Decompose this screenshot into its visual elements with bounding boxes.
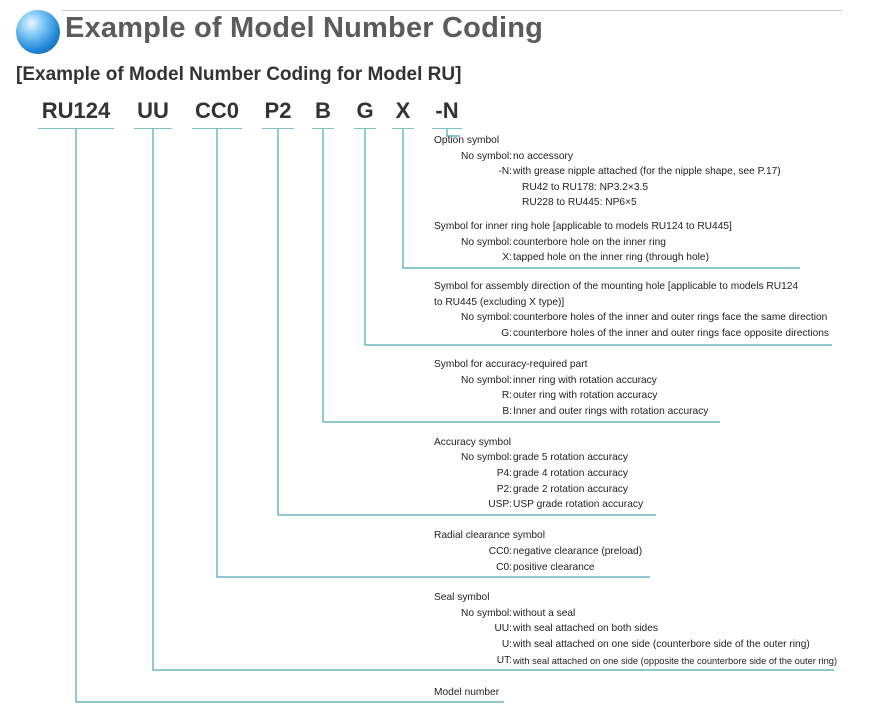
code-underline <box>354 128 376 129</box>
title-rule <box>62 10 842 11</box>
clearance-label: C0: <box>496 562 512 573</box>
page-subtitle: [Example of Model Number Coding for Mode… <box>16 64 462 85</box>
option-header: Option symbol <box>434 135 500 146</box>
code-inner-hole: X <box>395 98 411 123</box>
code-underline <box>262 128 294 129</box>
option-desc-sub: RU228 to RU445: NP6×5 <box>522 197 637 208</box>
seal-label: UT: <box>496 655 512 666</box>
clearance-label: CC0: <box>488 546 512 557</box>
inner-hole-desc: tapped hole on the inner ring (through h… <box>513 252 709 263</box>
option-desc: no accessory <box>513 151 574 162</box>
code-underline <box>432 128 462 129</box>
code-underline <box>38 128 114 129</box>
code-clearance: CC0 <box>194 98 239 123</box>
accuracy-label: USP: <box>488 499 512 510</box>
inner-hole-label: X: <box>502 252 512 263</box>
seal-desc: with seal attached on one side (counterb… <box>513 639 810 650</box>
accuracy-part-label: R: <box>501 390 512 401</box>
assembly-desc: counterbore holes of the inner and outer… <box>513 312 828 323</box>
inner-hole-desc: counterbore hole on the inner ring <box>513 237 666 248</box>
accuracy-header: Accuracy symbol <box>434 437 511 448</box>
accuracy-part-label: B: <box>502 406 512 417</box>
inner-hole-label: No symbol: <box>461 237 512 248</box>
connector-assembly <box>364 129 832 346</box>
connector-clearance <box>216 129 650 578</box>
code-seal: UU <box>137 98 169 123</box>
code-underline <box>312 128 334 129</box>
connector-inner-hole <box>402 129 800 269</box>
seal-label: UU: <box>494 623 512 634</box>
code-option: -N <box>435 98 459 123</box>
accuracy-part-desc: inner ring with rotation accuracy <box>513 375 657 386</box>
clearance-header: Radial clearance symbol <box>434 530 545 541</box>
clearance-desc: positive clearance <box>513 562 595 573</box>
option-label: No symbol: <box>461 151 512 162</box>
accuracy-desc: grade 2 rotation accuracy <box>513 484 628 495</box>
code-accuracy: P2 <box>264 98 292 123</box>
seal-header: Seal symbol <box>434 592 490 603</box>
seal-label: U: <box>501 639 512 650</box>
code-assembly: G <box>356 98 374 123</box>
code-accuracy-part: B <box>315 98 331 123</box>
connector-accuracy <box>277 129 656 516</box>
accuracy-part-header: Symbol for accuracy-required part <box>434 359 588 370</box>
assembly-header-2: to RU445 (excluding X type)] <box>434 297 565 308</box>
code-model: RU124 <box>41 98 111 123</box>
accuracy-desc: USP grade rotation accuracy <box>513 499 644 510</box>
assembly-desc: counterbore holes of the inner and outer… <box>513 328 830 339</box>
accuracy-part-desc: Inner and outer rings with rotation accu… <box>513 406 709 417</box>
option-label: -N: <box>498 166 512 177</box>
code-underline <box>134 128 172 129</box>
connector-seal <box>152 129 834 671</box>
assembly-header: Symbol for assembly direction of the mou… <box>434 281 799 292</box>
seal-desc: with seal attached on both sides <box>513 623 658 634</box>
connector-accuracy-part <box>322 129 720 423</box>
accuracy-label: P4: <box>496 468 512 479</box>
accuracy-part-desc: outer ring with rotation accuracy <box>513 390 658 401</box>
clearance-desc: negative clearance (preload) <box>513 546 643 557</box>
option-desc-sub: RU42 to RU178: NP3.2×3.5 <box>522 182 649 193</box>
option-desc: with grease nipple attached (for the nip… <box>513 166 781 177</box>
code-underline <box>392 128 414 129</box>
connector-model <box>75 129 504 703</box>
model-header: Model number <box>434 687 500 698</box>
assembly-label: No symbol: <box>461 312 512 323</box>
accuracy-desc: grade 4 rotation accuracy <box>513 468 628 479</box>
page-title: Example of Model Number Coding <box>65 12 544 44</box>
accuracy-label: P2: <box>496 484 512 495</box>
seal-desc: without a seal <box>513 608 576 619</box>
blue-ball-icon <box>16 10 60 54</box>
seal-desc: with seal attached on one side (opposite… <box>513 656 838 666</box>
accuracy-part-label: No symbol: <box>461 375 512 386</box>
seal-label: No symbol: <box>461 608 512 619</box>
inner-hole-header: Symbol for inner ring hole [applicable t… <box>434 221 732 232</box>
accuracy-desc: grade 5 rotation accuracy <box>513 452 628 463</box>
assembly-label: G: <box>501 328 512 339</box>
connector-option <box>446 129 460 137</box>
accuracy-label: No symbol: <box>461 452 512 463</box>
code-underline <box>192 128 242 129</box>
